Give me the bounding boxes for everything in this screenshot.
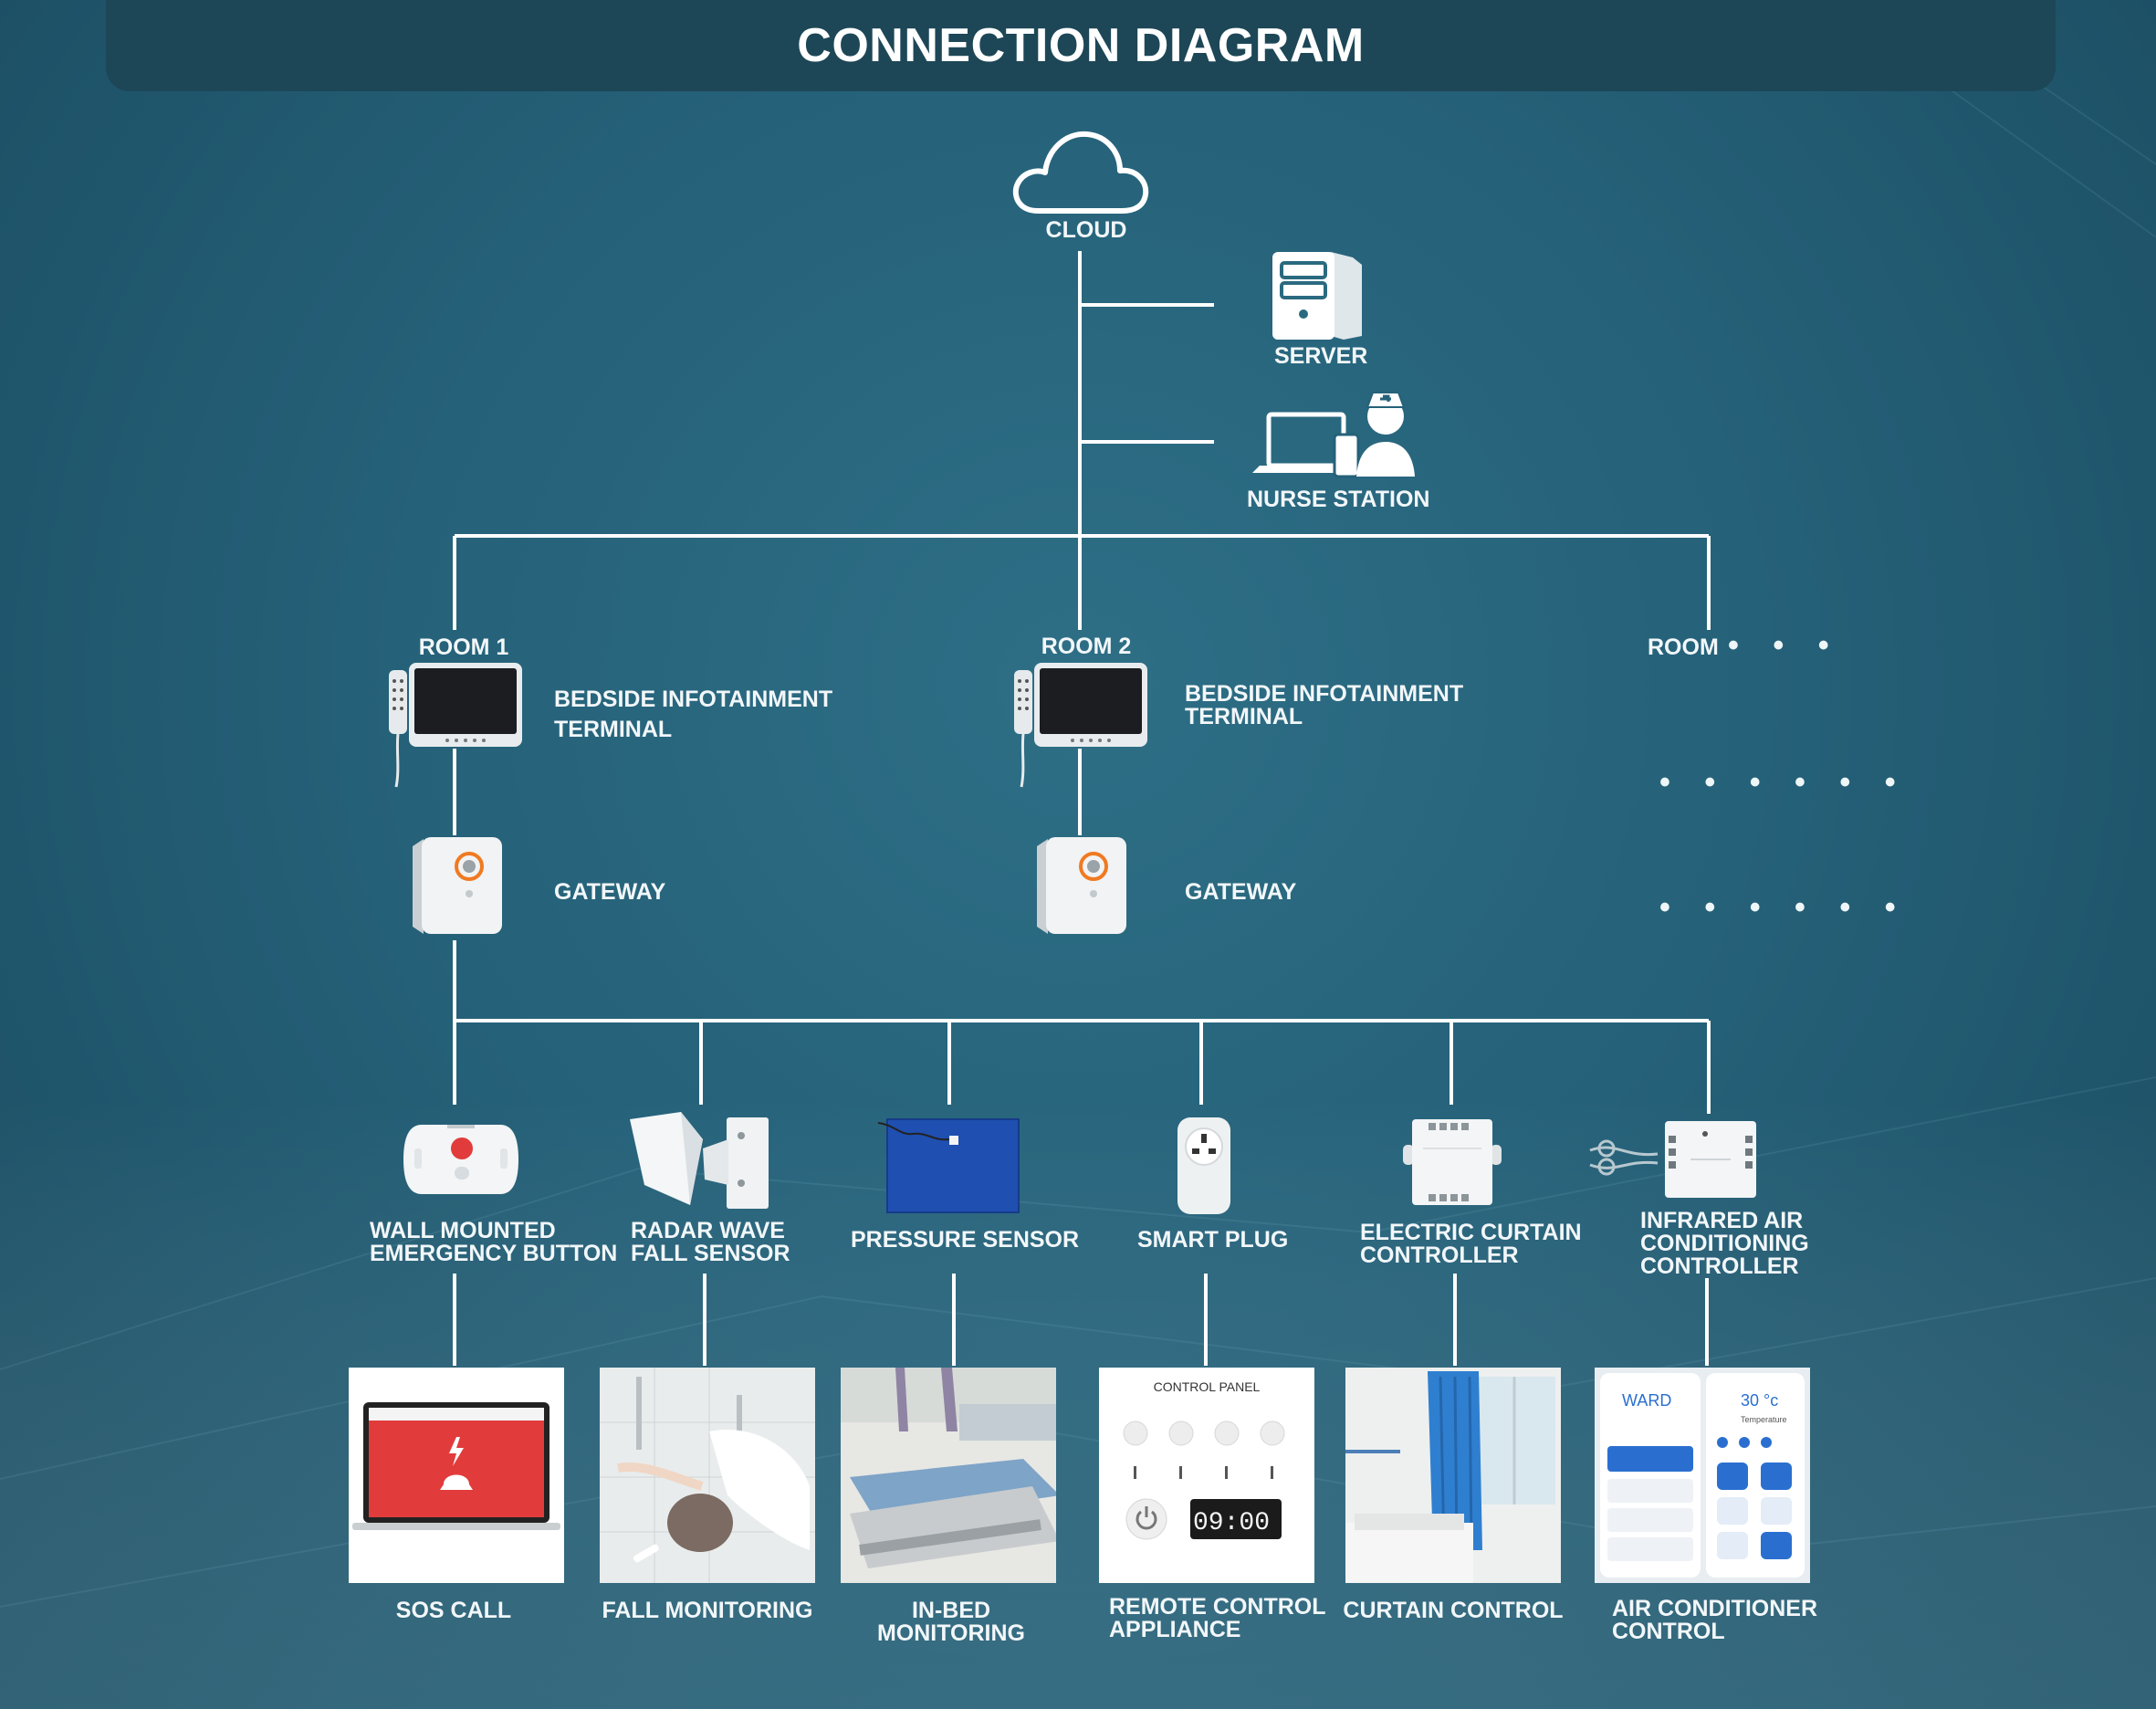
smart-plug-icon bbox=[1177, 1117, 1230, 1214]
gateway-icon bbox=[413, 837, 502, 934]
fallen-person-illustration bbox=[600, 1368, 815, 1583]
hospital-bed-illustration bbox=[841, 1368, 1056, 1583]
ward-app-title: WARD bbox=[1622, 1391, 1671, 1410]
continuation-dots-gateway: • • • • • • bbox=[1659, 890, 1909, 925]
device-pressure-sensor-label: PRESSURE SENSOR bbox=[851, 1227, 1080, 1253]
ward-app-temp: 30 °c bbox=[1741, 1391, 1778, 1410]
use-in-bed-monitoring-label: IN-BED MONITORING bbox=[876, 1598, 1026, 1646]
fall-monitoring-photo bbox=[600, 1368, 815, 1583]
gateway-2-label: GATEWAY bbox=[1185, 879, 1297, 905]
in-bed-monitoring-photo bbox=[841, 1368, 1056, 1583]
device-emergency-button-label: WALL MOUNTED EMERGENCY BUTTON bbox=[370, 1218, 618, 1266]
curtain-control-photo bbox=[1345, 1368, 1561, 1583]
use-fall-monitoring-label: FALL MONITORING bbox=[602, 1598, 813, 1623]
page-title: CONNECTION DIAGRAM bbox=[797, 19, 1365, 72]
air-conditioner-photo: WARD 30 °c Temperature bbox=[1595, 1368, 1810, 1583]
control-panel-time: 09:00 bbox=[1193, 1509, 1270, 1537]
continuation-dots-terminal: • • • • • • bbox=[1659, 765, 1909, 800]
device-ir-controller-label: INFRARED AIR CONDITIONING CONTROLLER bbox=[1640, 1208, 1809, 1279]
radar-sensor-icon bbox=[630, 1112, 769, 1209]
control-panel-title: CONTROL PANEL bbox=[1154, 1379, 1261, 1394]
device-curtain-controller-label: ELECTRIC CURTAIN CONTROLLER bbox=[1360, 1220, 1582, 1268]
ward-app-illustration: WARD 30 °c Temperature bbox=[1595, 1368, 1810, 1583]
use-sos-call-label: SOS CALL bbox=[395, 1598, 512, 1623]
curtain-controller-icon bbox=[1403, 1119, 1502, 1205]
use-air-conditioner-label: AIR CONDITIONER CONTROL bbox=[1612, 1596, 1817, 1644]
bedside-terminal-icon bbox=[389, 663, 522, 788]
terminal-1-label: BEDSIDE INFOTAINMENT TERMINAL bbox=[554, 687, 833, 742]
terminal-2-label: BEDSIDE INFOTAINMENT TERMINAL bbox=[1185, 681, 1464, 729]
laptop-alert-icon bbox=[349, 1368, 564, 1583]
room-2-label: ROOM 2 bbox=[1041, 634, 1132, 659]
remote-control-photo: CONTROL PANEL 09:00 bbox=[1099, 1368, 1314, 1583]
device-smart-plug-label: SMART PLUG bbox=[1137, 1227, 1289, 1253]
gateway-icon bbox=[1037, 837, 1126, 934]
room-more-ellipsis: • • • bbox=[1728, 628, 1842, 663]
pressure-pad-icon bbox=[877, 1118, 1020, 1213]
server-icon bbox=[1272, 252, 1362, 340]
sos-call-photo bbox=[349, 1368, 564, 1583]
bedside-terminal-icon bbox=[1014, 663, 1147, 788]
emergency-button-icon bbox=[403, 1125, 518, 1194]
title-bar: CONNECTION DIAGRAM bbox=[106, 0, 2056, 91]
room-1-label: ROOM 1 bbox=[418, 634, 509, 660]
room-more-label: ROOM bbox=[1648, 634, 1719, 660]
server-label: SERVER bbox=[1274, 343, 1368, 369]
cloud-label: CLOUD bbox=[1045, 217, 1127, 243]
ward-app-temp-label: Temperature bbox=[1741, 1415, 1787, 1424]
gateway-1-label: GATEWAY bbox=[554, 879, 666, 905]
nurse-station-label: NURSE STATION bbox=[1247, 487, 1430, 512]
device-radar-sensor-label: RADAR WAVE FALL SENSOR bbox=[631, 1218, 790, 1266]
control-panel-illustration: CONTROL PANEL 09:00 bbox=[1099, 1368, 1314, 1583]
cloud-icon bbox=[1012, 131, 1149, 214]
ir-controller-icon bbox=[1589, 1121, 1756, 1198]
use-curtain-control-label: CURTAIN CONTROL bbox=[1343, 1598, 1564, 1623]
nurse-station-icon bbox=[1252, 392, 1415, 478]
use-remote-control-label: REMOTE CONTROL APPLIANCE bbox=[1109, 1594, 1326, 1642]
curtain-room-illustration bbox=[1345, 1368, 1561, 1583]
